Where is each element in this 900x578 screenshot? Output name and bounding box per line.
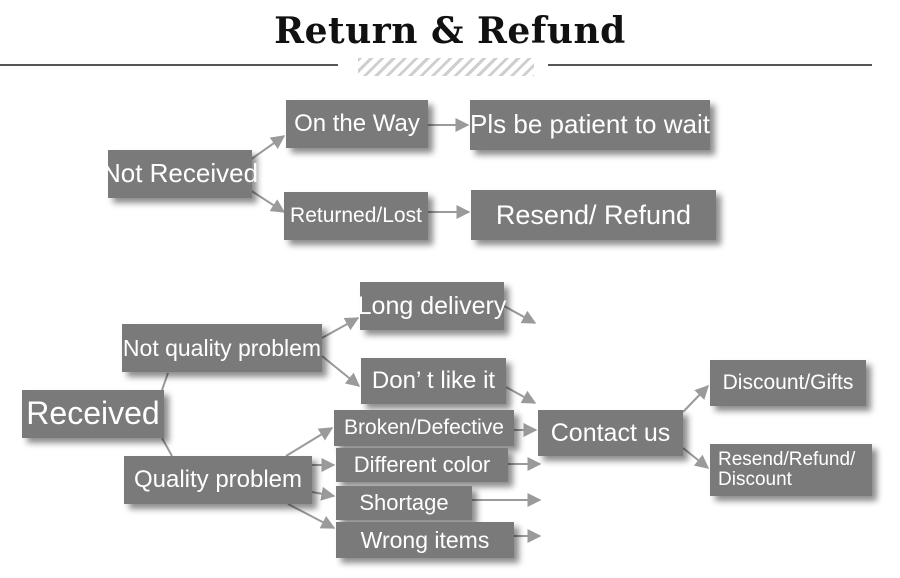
node-received: Received <box>22 390 164 438</box>
arrow-notreceived-returned <box>249 189 286 213</box>
arrow-quality-shortage <box>311 486 336 501</box>
arrow-contact-discount <box>682 384 709 413</box>
node-returned-lost: Returned/Lost <box>284 192 428 240</box>
node-wrong-items: Wrong items <box>336 522 514 558</box>
arrow-quality-wrong <box>287 503 336 529</box>
arrow-notreceived-ontheway <box>249 135 286 161</box>
node-pls-be-patient: Pls be patient to wait <box>470 100 710 150</box>
line-received-quality <box>161 437 173 457</box>
arrow-notquality-dontlike <box>321 355 361 387</box>
arrow-notquality-longdelivery <box>321 317 360 339</box>
node-not-quality-problem: Not quality problem <box>122 324 322 372</box>
node-on-the-way: On the Way <box>286 100 428 148</box>
node-different-color: Different color <box>336 448 508 482</box>
page-title: Return & Refund <box>274 10 626 52</box>
node-not-received: Not Received <box>102 150 258 198</box>
arrow-dontlike-contact <box>505 386 537 404</box>
node-shortage: Shortage <box>336 486 472 520</box>
node-dont-like-it: Don’ t like it <box>361 358 506 404</box>
line-received-notquality <box>161 372 169 391</box>
node-discount-gifts: Discount/Gifts <box>710 360 866 406</box>
node-contact-us: Contact us <box>538 410 683 456</box>
node-resend-refund-discount: Resend/Refund/ Discount <box>710 444 872 496</box>
node-long-delivery: Long delivery <box>358 282 506 330</box>
title-hatch-decoration <box>358 58 534 76</box>
arrow-longdelivery-out <box>503 305 537 324</box>
arrow-contact-resend <box>682 447 710 469</box>
title-left-rule <box>0 64 338 66</box>
node-resend-refund: Resend/ Refund <box>471 190 716 240</box>
node-quality-problem: Quality problem <box>124 456 312 504</box>
node-broken-defective: Broken/Defective <box>334 410 514 446</box>
title-right-rule <box>548 64 872 66</box>
arrow-quality-broken <box>285 427 334 457</box>
